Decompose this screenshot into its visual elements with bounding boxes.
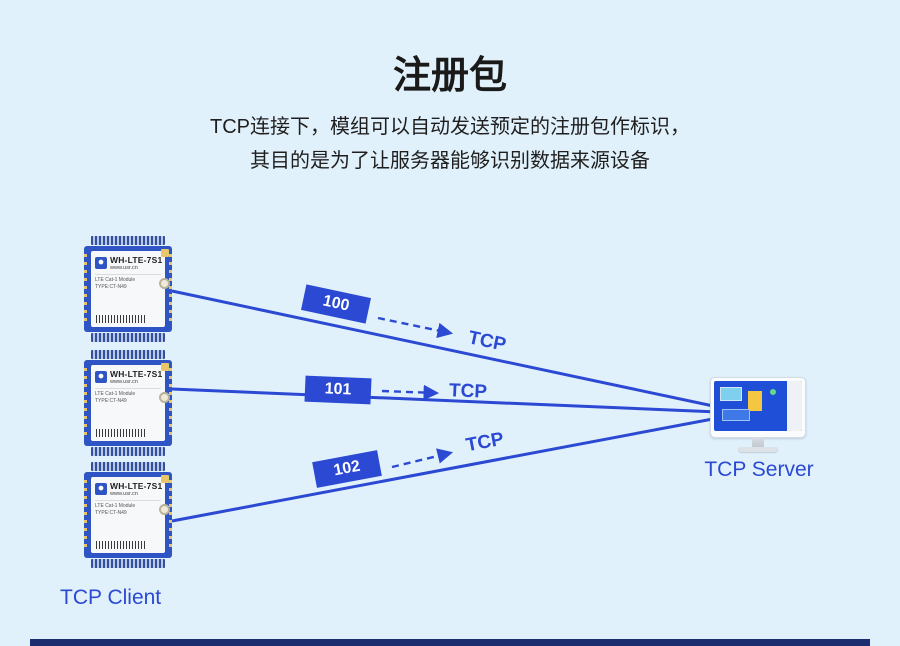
usr-logo-icon [95, 371, 107, 383]
monitor-frame [710, 377, 806, 438]
module-url: www.usr.cn [110, 265, 138, 271]
footer-bar [30, 639, 870, 646]
pin-header-bottom [91, 559, 165, 568]
connection-line-2 [171, 387, 719, 414]
antenna-connector-icon [159, 392, 170, 403]
module-board: WH-LTE-7S1 www.usr.cn LTE Cat-1 Module T… [84, 472, 172, 558]
pin-header-top [91, 236, 165, 245]
antenna-connector-icon [159, 278, 170, 289]
packet-badge-100: 100 [301, 284, 371, 324]
monitor-screen [714, 381, 802, 431]
dashed-arrow-1 [377, 316, 454, 339]
barcode-icon [96, 541, 145, 549]
module-label: WH-LTE-7S1 www.usr.cn LTE Cat-1 Module T… [91, 365, 165, 441]
module-url: www.usr.cn [110, 491, 138, 497]
usr-logo-icon [95, 257, 107, 269]
dashed-arrow-3 [391, 448, 454, 469]
barcode-icon [96, 429, 145, 437]
usr-logo-icon [95, 483, 107, 495]
monitor-stand [752, 438, 764, 447]
antenna-pad [161, 363, 169, 371]
edge-pads-left [84, 368, 87, 438]
screen-graphic [720, 387, 742, 401]
module-desc-line2: TYPE:CT-N49 [95, 398, 127, 404]
client-label: TCP Client [60, 586, 162, 609]
module-label: WH-LTE-7S1 www.usr.cn LTE Cat-1 Module T… [91, 251, 165, 327]
module-board: WH-LTE-7S1 www.usr.cn LTE Cat-1 Module T… [84, 246, 172, 332]
dashed-arrow-2 [381, 384, 440, 401]
antenna-pad [161, 249, 169, 257]
module-desc-line1: LTE Cat-1 Module [95, 391, 136, 397]
subtitle: TCP连接下，模组可以自动发送预定的注册包作标识， 其目的是为了让服务器能够识别… [0, 110, 900, 178]
lte-module-1: WH-LTE-7S1 www.usr.cn LTE Cat-1 Module T… [84, 236, 172, 342]
antenna-pad [161, 475, 169, 483]
edge-pads-right [169, 480, 172, 550]
antenna-connector-icon [159, 504, 170, 515]
screen-graphic [748, 391, 762, 411]
module-desc-line1: LTE Cat-1 Module [95, 503, 136, 509]
protocol-label-1: TCP [466, 327, 508, 356]
barcode-icon [96, 315, 145, 323]
lte-module-3: WH-LTE-7S1 www.usr.cn LTE Cat-1 Module T… [84, 462, 172, 568]
module-name: WH-LTE-7S1 [110, 481, 163, 491]
packet-badge-101: 101 [304, 375, 372, 405]
module-board: WH-LTE-7S1 www.usr.cn LTE Cat-1 Module T… [84, 360, 172, 446]
connection-line-3 [171, 416, 719, 523]
module-name: WH-LTE-7S1 [110, 369, 163, 379]
packet-badge-102: 102 [312, 450, 382, 488]
module-name: WH-LTE-7S1 [110, 255, 163, 265]
module-url: www.usr.cn [110, 379, 138, 385]
edge-pads-left [84, 254, 87, 324]
protocol-label-2: TCP [448, 380, 488, 403]
edge-pads-right [169, 254, 172, 324]
module-label: WH-LTE-7S1 www.usr.cn LTE Cat-1 Module T… [91, 477, 165, 553]
screen-graphic [770, 389, 776, 395]
page-title: 注册包 [392, 55, 507, 97]
pin-header-top [91, 462, 165, 471]
subtitle-line-2: 其目的是为了让服务器能够识别数据来源设备 [250, 150, 650, 172]
monitor-base [738, 447, 778, 452]
pin-header-bottom [91, 333, 165, 342]
lte-module-2: WH-LTE-7S1 www.usr.cn LTE Cat-1 Module T… [84, 350, 172, 456]
pin-header-top [91, 350, 165, 359]
screen-side-panel [787, 381, 802, 431]
connection-line-1 [171, 289, 719, 409]
module-desc-line1: LTE Cat-1 Module [95, 277, 136, 283]
protocol-label-3: TCP [464, 428, 506, 457]
pin-header-bottom [91, 447, 165, 456]
server-monitor [710, 377, 806, 452]
module-desc-line2: TYPE:CT-N49 [95, 510, 127, 516]
module-desc-line2: TYPE:CT-N49 [95, 284, 127, 290]
screen-graphic [722, 409, 750, 421]
server-label: TCP Server [704, 458, 814, 481]
edge-pads-left [84, 480, 87, 550]
subtitle-line-1: TCP连接下，模组可以自动发送预定的注册包作标识， [210, 116, 690, 138]
edge-pads-right [169, 368, 172, 438]
